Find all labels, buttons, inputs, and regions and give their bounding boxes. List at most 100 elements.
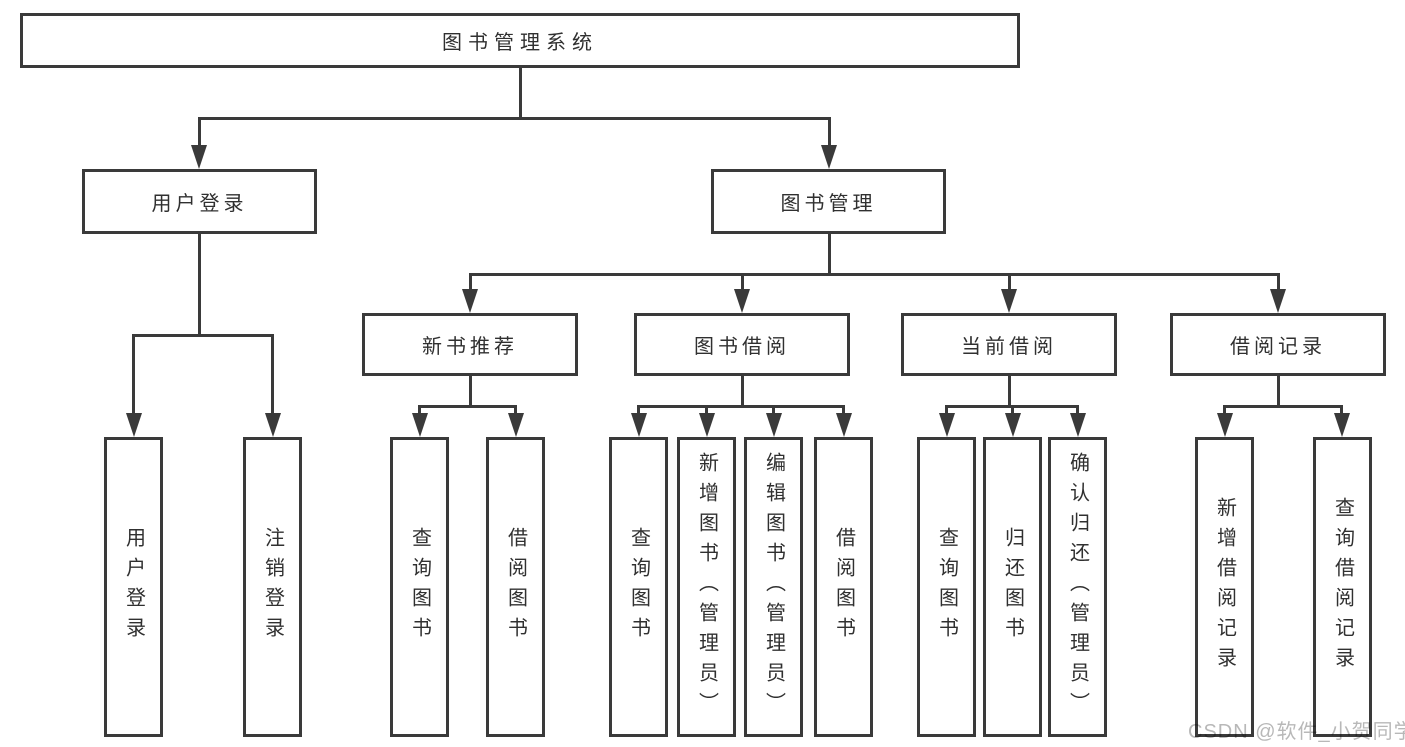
arrow-head-icon — [507, 413, 524, 437]
connector-line — [1007, 376, 1011, 408]
leaf-query-borrow-record: 查询借阅记录 — [1313, 437, 1372, 737]
leaf-edit-books-admin-label: 编辑图书（管理员） — [762, 452, 785, 722]
arrow-stem — [418, 408, 421, 417]
down-arrow — [507, 408, 524, 437]
node-borrowing-records: 借阅记录 — [1170, 313, 1386, 376]
connector-line — [198, 117, 831, 120]
node-root: 图书管理系统 — [20, 13, 1020, 68]
arrow-head-icon — [1001, 289, 1017, 313]
arrow-stem — [827, 117, 831, 149]
connector-line — [1276, 376, 1280, 408]
node-current-borrowing: 当前借阅 — [901, 313, 1117, 376]
node-user-login: 用户登录 — [82, 169, 317, 234]
arrow-head-icon — [1270, 289, 1286, 313]
leaf-recommend-borrow-books: 借阅图书 — [486, 437, 545, 737]
down-arrow — [1001, 276, 1017, 313]
leaf-current-query-books: 查询图书 — [917, 437, 976, 737]
connector-line — [637, 405, 845, 408]
arrow-head-icon — [821, 145, 837, 169]
leaf-logout-label: 注销登录 — [261, 527, 284, 647]
connector-line — [945, 405, 1079, 408]
down-arrow — [1333, 408, 1350, 437]
node-book-management: 图书管理 — [711, 169, 946, 234]
down-arrow — [1270, 276, 1286, 313]
leaf-return-books-label: 归还图书 — [1001, 527, 1024, 647]
arrow-stem — [637, 408, 640, 417]
arrow-stem — [514, 408, 517, 417]
leaf-recommend-query-books-label: 查询图书 — [408, 527, 431, 647]
arrow-stem — [1076, 408, 1079, 417]
leaf-borrowing-borrow-books: 借阅图书 — [814, 437, 873, 737]
node-borrowing-records-label: 借阅记录 — [1230, 336, 1326, 358]
down-arrow — [1069, 408, 1086, 437]
arrow-stem — [1276, 276, 1280, 293]
leaf-current-query-books-label: 查询图书 — [935, 527, 958, 647]
leaf-add-borrow-record: 新增借阅记录 — [1195, 437, 1254, 737]
down-arrow — [765, 408, 782, 437]
leaf-borrowing-borrow-books-label: 借阅图书 — [832, 527, 855, 647]
node-new-book-recommend: 新书推荐 — [362, 313, 578, 376]
down-arrow — [411, 408, 428, 437]
arrow-head-icon — [1069, 413, 1086, 437]
connector-line — [132, 334, 274, 337]
node-root-label: 图书管理系统 — [442, 32, 598, 54]
leaf-add-books-admin-label: 新增图书（管理员） — [695, 452, 718, 722]
connector-line — [468, 273, 1280, 276]
leaf-user-login: 用户登录 — [104, 437, 163, 737]
down-arrow — [1216, 408, 1233, 437]
leaf-borrowing-query-books-label: 查询图书 — [627, 527, 650, 647]
leaf-return-books: 归还图书 — [983, 437, 1042, 737]
leaf-confirm-return-admin: 确认归还（管理员） — [1048, 437, 1107, 737]
arrow-stem — [1011, 408, 1014, 417]
arrow-head-icon — [1004, 413, 1021, 437]
arrow-head-icon — [835, 413, 852, 437]
connector-line — [418, 405, 517, 408]
arrow-head-icon — [938, 413, 955, 437]
arrow-stem — [705, 408, 708, 417]
down-arrow — [191, 117, 207, 169]
down-arrow — [264, 336, 281, 437]
leaf-confirm-return-admin-label: 确认归还（管理员） — [1066, 452, 1089, 722]
down-arrow — [698, 408, 715, 437]
arrow-head-icon — [264, 413, 281, 437]
node-user-login-label: 用户登录 — [151, 193, 248, 215]
leaf-logout: 注销登录 — [243, 437, 302, 737]
arrow-head-icon — [411, 413, 428, 437]
arrow-head-icon — [698, 413, 715, 437]
watermark: CSDN @软件_小贺同学 — [1188, 721, 1405, 743]
down-arrow — [938, 408, 955, 437]
leaf-recommend-query-books: 查询图书 — [390, 437, 449, 737]
connector-line — [740, 376, 744, 408]
arrow-stem — [271, 336, 274, 417]
arrow-stem — [1340, 408, 1343, 417]
down-arrow — [1004, 408, 1021, 437]
arrow-head-icon — [734, 289, 750, 313]
node-book-borrowing-label: 图书借阅 — [694, 336, 790, 358]
down-arrow — [821, 117, 837, 169]
down-arrow — [630, 408, 647, 437]
leaf-query-borrow-record-label: 查询借阅记录 — [1331, 497, 1354, 677]
arrow-head-icon — [191, 145, 207, 169]
node-new-book-recommend-label: 新书推荐 — [422, 336, 518, 358]
node-book-borrowing: 图书借阅 — [634, 313, 850, 376]
down-arrow — [835, 408, 852, 437]
connector-line — [1223, 405, 1343, 408]
arrow-stem — [740, 276, 744, 293]
arrow-head-icon — [462, 289, 478, 313]
arrow-stem — [772, 408, 775, 417]
node-book-management-label: 图书管理 — [780, 193, 877, 215]
arrow-stem — [468, 276, 472, 293]
leaf-edit-books-admin: 编辑图书（管理员） — [744, 437, 803, 737]
leaf-borrowing-query-books: 查询图书 — [609, 437, 668, 737]
arrow-head-icon — [1216, 413, 1233, 437]
arrow-head-icon — [1333, 413, 1350, 437]
arrow-stem — [1007, 276, 1011, 293]
down-arrow — [734, 276, 750, 313]
connector-line — [518, 68, 522, 119]
arrow-stem — [1223, 408, 1226, 417]
leaf-recommend-borrow-books-label: 借阅图书 — [504, 527, 527, 647]
arrow-stem — [945, 408, 948, 417]
down-arrow — [462, 276, 478, 313]
arrow-stem — [132, 336, 135, 417]
